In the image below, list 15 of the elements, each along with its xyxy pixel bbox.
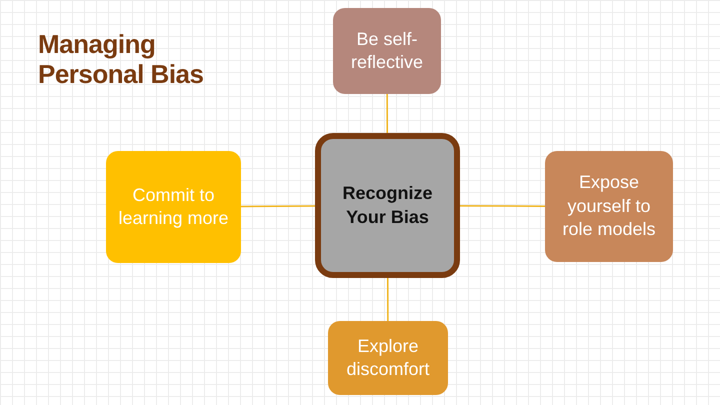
connector-line — [241, 205, 315, 208]
box-label: Recognize Your Bias — [341, 182, 434, 228]
topic-box — [545, 151, 673, 262]
connector-line — [387, 278, 389, 321]
box-label: Commit to learning more — [117, 184, 230, 230]
connector-line — [460, 205, 545, 207]
box-label: Expose yourself to role models — [561, 171, 657, 242]
connector-line — [386, 94, 388, 133]
central-box — [315, 133, 460, 278]
box-label: Explore discomfort — [345, 334, 431, 381]
title: Managing Personal Bias — [38, 30, 204, 90]
topic-box — [333, 8, 441, 94]
box-label: Be self-reflective — [350, 28, 424, 74]
topic-box — [106, 151, 241, 263]
topic-box — [328, 321, 448, 395]
